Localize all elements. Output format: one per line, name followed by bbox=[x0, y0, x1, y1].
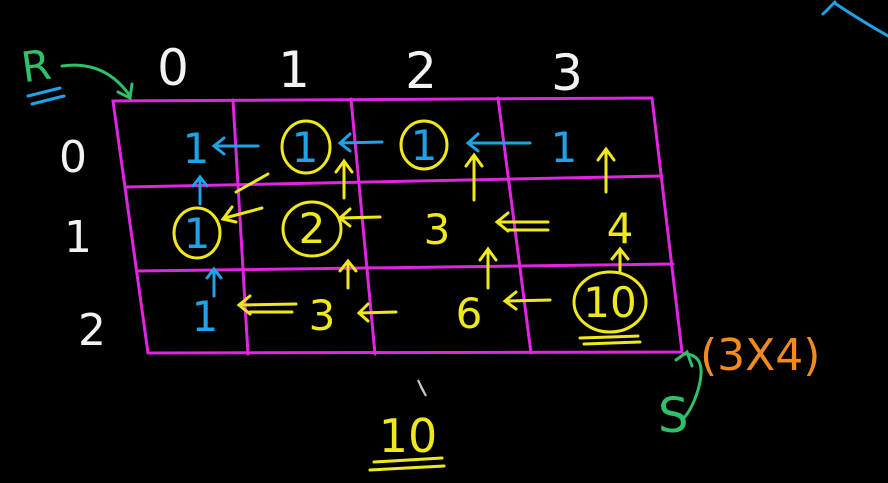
row-2-values: 1 3 6 10 bbox=[192, 278, 637, 341]
circle-1-1 bbox=[281, 200, 343, 258]
col-header-2: 2 bbox=[405, 42, 437, 100]
cell-2-3: 10 bbox=[583, 278, 636, 327]
row-1-circles bbox=[172, 200, 343, 260]
cell-2-1: 3 bbox=[309, 291, 336, 340]
cell-0-3: 1 bbox=[551, 123, 578, 172]
row-header-1: 1 bbox=[64, 212, 92, 263]
col-header-0: 0 bbox=[157, 39, 189, 97]
row-1-values: 1 2 3 4 bbox=[184, 204, 634, 258]
end-marker: S (3X4) bbox=[658, 330, 820, 444]
size-label: (3X4) bbox=[700, 330, 820, 381]
circle-2-3 bbox=[572, 270, 648, 334]
start-marker: R bbox=[18, 40, 134, 106]
grid-border bbox=[111, 96, 684, 355]
arrow-left-2-3 bbox=[502, 290, 552, 311]
answer-value: 10 bbox=[379, 409, 438, 463]
cell-1-1: 2 bbox=[299, 204, 326, 253]
arrow-left-0-0-diag bbox=[234, 172, 270, 194]
end-label: S bbox=[658, 388, 688, 444]
cell-1-2: 3 bbox=[424, 205, 451, 254]
grid-row-line-1 bbox=[123, 174, 664, 189]
arrow-up-2-3 bbox=[610, 246, 630, 274]
up-arrows bbox=[334, 146, 630, 290]
column-headers: 0 1 2 3 bbox=[157, 39, 583, 102]
cell-0-2: 1 bbox=[411, 121, 438, 170]
circle-1-0 bbox=[172, 206, 222, 260]
row-2-circles bbox=[572, 270, 648, 346]
cell-2-2: 6 bbox=[456, 289, 483, 338]
start-arrow bbox=[60, 63, 134, 101]
corner-stroke bbox=[821, 0, 888, 38]
row-headers: 0 1 2 bbox=[59, 132, 106, 356]
arrow-left-0-3 bbox=[465, 132, 532, 153]
grid-row-line-2 bbox=[136, 262, 675, 273]
row-0-values: 1 1 1 1 bbox=[183, 121, 578, 173]
arrow-left-2-2 bbox=[356, 302, 398, 323]
col-header-1: 1 bbox=[278, 41, 310, 99]
row-header-0: 0 bbox=[59, 132, 87, 183]
grid-col-line-3 bbox=[496, 96, 533, 355]
arrow-up-1-1 bbox=[334, 158, 354, 200]
arrow-up-1-2 bbox=[464, 152, 484, 202]
grid bbox=[111, 96, 684, 356]
circle-0-2 bbox=[399, 119, 449, 171]
arrow-left-1-3 bbox=[494, 211, 550, 233]
start-underline bbox=[26, 86, 66, 106]
circle-0-1 bbox=[280, 119, 332, 175]
col-0-up-arrows bbox=[191, 174, 223, 298]
arrow-left-2-1 bbox=[236, 294, 298, 316]
arrow-up-2-1 bbox=[338, 258, 358, 290]
answer: 10 bbox=[368, 409, 446, 472]
col-header-3: 3 bbox=[551, 44, 583, 102]
cell-0-0: 1 bbox=[183, 124, 210, 173]
grid-col-line-1 bbox=[231, 98, 250, 356]
cell-1-0: 1 bbox=[184, 209, 211, 258]
arrow-up-2-2 bbox=[478, 246, 498, 290]
row-0-arrows bbox=[211, 132, 532, 156]
arrow-up-1-0 bbox=[191, 174, 209, 206]
underline-2-3 bbox=[578, 334, 642, 346]
cursor-icon bbox=[417, 379, 427, 397]
cell-1-3: 4 bbox=[607, 204, 634, 253]
cell-0-1: 1 bbox=[292, 123, 319, 172]
row-1-arrows bbox=[220, 172, 550, 233]
end-arrow bbox=[674, 349, 703, 422]
answer-underline bbox=[368, 456, 446, 472]
arrow-up-2-0 bbox=[205, 266, 223, 298]
row-0-circles bbox=[280, 119, 449, 175]
arrow-left-0-1 bbox=[211, 136, 260, 156]
start-label: R bbox=[18, 40, 54, 93]
row-2-arrows bbox=[236, 290, 552, 323]
row-header-2: 2 bbox=[78, 305, 106, 356]
arrow-left-0-2 bbox=[337, 132, 384, 153]
arrow-up-1-3 bbox=[596, 146, 616, 194]
arrow-left-1-2 bbox=[337, 207, 382, 228]
cell-2-0: 1 bbox=[192, 292, 219, 341]
arrow-left-1-1 bbox=[220, 205, 264, 224]
